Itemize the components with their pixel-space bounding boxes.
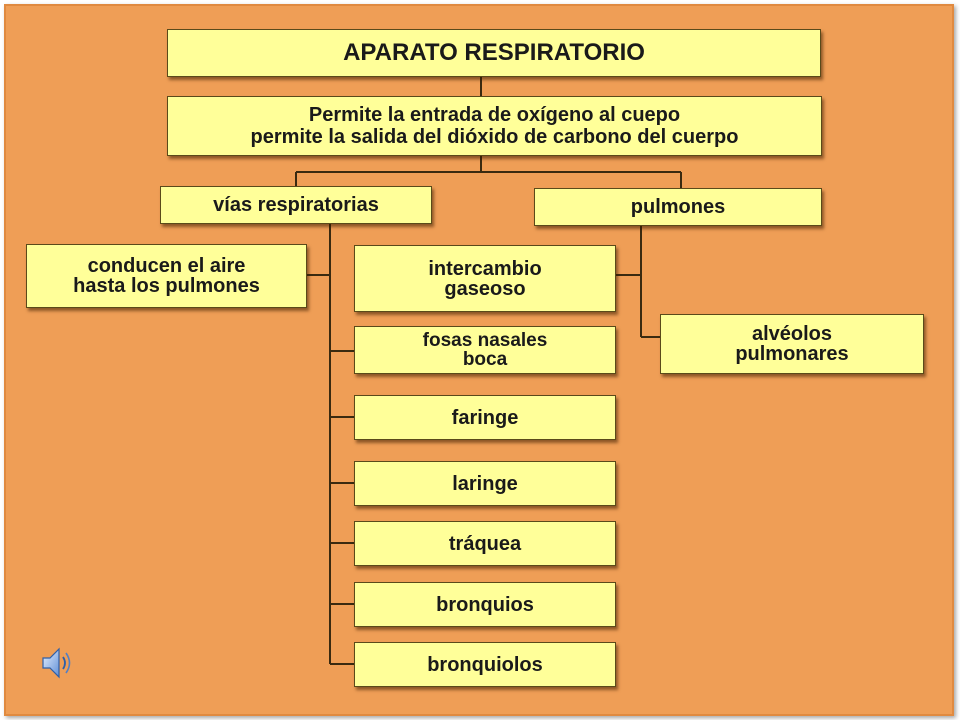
alveolos-label: alvéolos pulmonares: [735, 323, 849, 365]
part-label: fosas nasales boca: [422, 330, 548, 370]
part-box-faringe: faringe: [354, 395, 616, 440]
part-label: faringe: [451, 406, 519, 429]
diagram-description: Permite la entrada de oxígeno al cuepo p…: [250, 104, 739, 148]
description-box: Permite la entrada de oxígeno al cuepo p…: [167, 96, 822, 156]
part-box-bronquiolos: bronquiolos: [354, 642, 616, 687]
part-box-bronquios: bronquios: [354, 582, 616, 627]
part-label: laringe: [452, 472, 518, 495]
title-box: APARATO RESPIRATORIO: [167, 29, 821, 77]
connector-lines: [295, 77, 682, 665]
part-box-laringe: laringe: [354, 461, 616, 506]
pulmones-label: pulmones: [630, 196, 726, 218]
pulmones-box: pulmones: [534, 188, 822, 226]
alveolos-box: alvéolos pulmonares: [660, 314, 924, 374]
vias-description: conducen el aire hasta los pulmones: [73, 255, 260, 297]
vias-description-box: conducen el aire hasta los pulmones: [26, 244, 307, 308]
slide-canvas: APARATO RESPIRATORIO Permite la entrada …: [4, 4, 954, 716]
function-label: intercambio gaseoso: [428, 257, 542, 300]
part-label: tráquea: [448, 532, 522, 555]
part-label: bronquios: [436, 593, 534, 616]
vias-respiratorias-box: vías respiratorias: [160, 186, 432, 224]
part-box-fosas: fosas nasales boca: [354, 326, 616, 374]
part-label: bronquiolos: [427, 653, 543, 676]
part-box-traquea: tráquea: [354, 521, 616, 566]
speaker-icon[interactable]: [40, 644, 74, 682]
function-box: intercambio gaseoso: [354, 245, 616, 312]
vias-respiratorias-label: vías respiratorias: [213, 194, 379, 216]
diagram-title: APARATO RESPIRATORIO: [343, 39, 645, 66]
